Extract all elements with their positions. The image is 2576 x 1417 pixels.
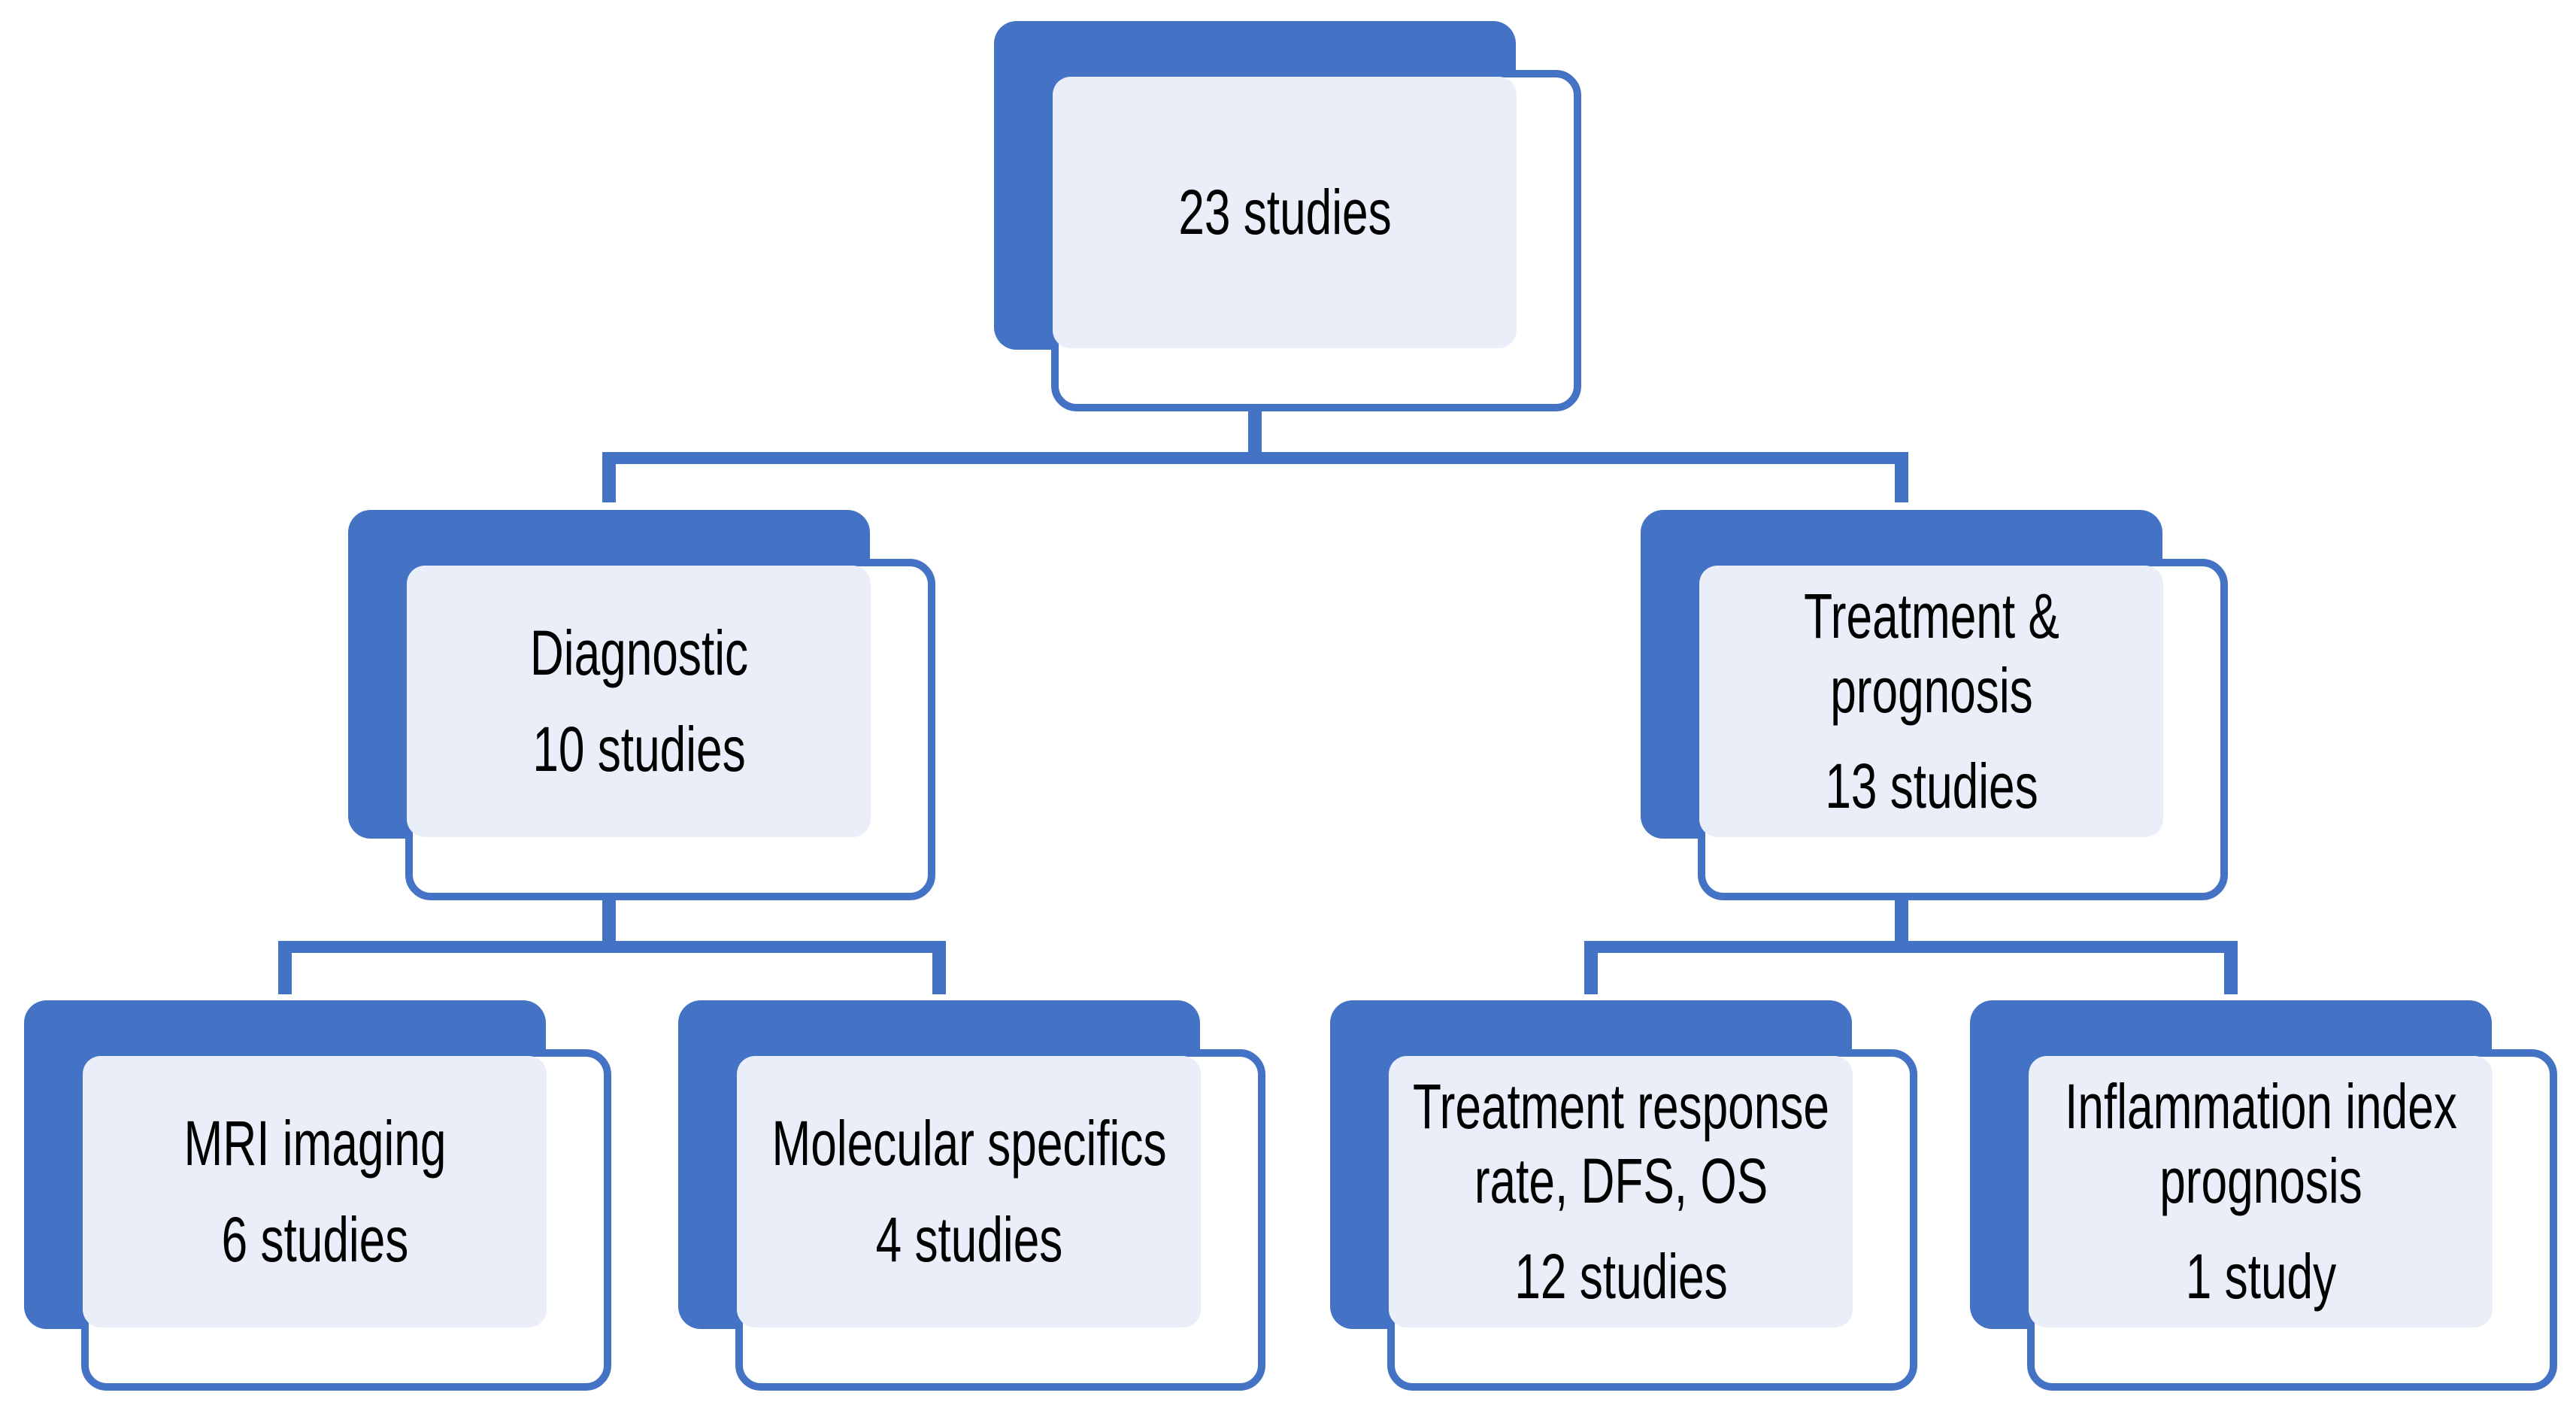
connector-drop-molecular (932, 953, 946, 994)
front-card: Treatment & prognosis 13 studies (1699, 566, 2163, 837)
node-count: 23 studies (1177, 176, 1392, 247)
node-count: 1 study (2185, 1241, 2336, 1312)
connector-diagnostic-stub (602, 900, 616, 941)
front-card: Inflammation index prognosis 1 study (2029, 1056, 2493, 1327)
node-count: 4 studies (875, 1203, 1062, 1275)
node-treatment-prognosis: Treatment & prognosis 13 studies (1641, 510, 2228, 921)
node-count: 6 studies (221, 1203, 408, 1275)
node-text: MRI imaging 6 studies (83, 1106, 547, 1276)
node-text: Diagnostic 10 studies (407, 616, 871, 786)
connector-treatment-prognosis-bar (1584, 941, 2238, 953)
node-title: Molecular specifics (771, 1108, 1167, 1179)
node-text: Inflammation index prognosis 1 study (2029, 1070, 2493, 1314)
connector-diagnostic-bar (278, 941, 946, 953)
node-title: Treatment & prognosis (1803, 580, 2059, 726)
front-card: Treatment response rate, DFS, OS 12 stud… (1389, 1056, 1853, 1327)
front-card: 23 studies (1053, 77, 1517, 348)
node-mri-imaging: MRI imaging 6 studies (24, 1000, 611, 1412)
connector-root-stub (1248, 411, 1262, 452)
node-title: Inflammation index prognosis (2064, 1070, 2457, 1216)
connector-drop-inflammation (2224, 953, 2238, 994)
connector-drop-mri (278, 953, 292, 994)
node-count: 13 studies (1824, 751, 2038, 822)
node-root: 23 studies (994, 21, 1581, 432)
node-text: Treatment response rate, DFS, OS 12 stud… (1389, 1070, 1853, 1314)
connector-drop-diagnostic (602, 464, 616, 502)
connector-drop-treatment-response (1584, 953, 1598, 994)
node-title: Diagnostic (529, 617, 748, 689)
node-text: Treatment & prognosis 13 studies (1699, 579, 2163, 824)
node-diagnostic: Diagnostic 10 studies (348, 510, 935, 921)
node-inflammation-index: Inflammation index prognosis 1 study (1970, 1000, 2557, 1412)
connector-treatment-prognosis-stub (1895, 900, 1908, 941)
connector-level1-bar (602, 452, 1908, 464)
node-count: 10 studies (532, 713, 746, 784)
node-text: 23 studies (1053, 175, 1517, 250)
node-title: Treatment response rate, DFS, OS (1412, 1070, 1829, 1216)
front-card: Diagnostic 10 studies (407, 566, 871, 837)
node-title: MRI imaging (183, 1108, 446, 1179)
connector-drop-treatment-prognosis (1895, 464, 1908, 502)
front-card: Molecular specifics 4 studies (737, 1056, 1201, 1327)
node-count: 12 studies (1514, 1241, 1728, 1312)
node-text: Molecular specifics 4 studies (737, 1106, 1201, 1276)
node-treatment-response: Treatment response rate, DFS, OS 12 stud… (1330, 1000, 1917, 1412)
node-molecular-specifics: Molecular specifics 4 studies (678, 1000, 1265, 1412)
front-card: MRI imaging 6 studies (83, 1056, 547, 1327)
